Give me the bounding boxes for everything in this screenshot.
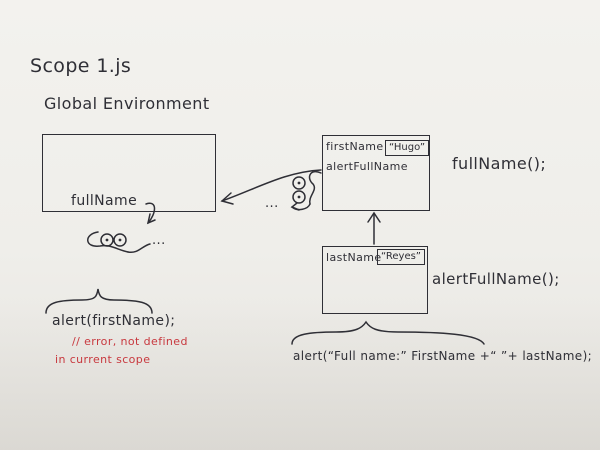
scope-eye-bottom-pupil <box>297 195 301 199</box>
scope-eyes-curl-head <box>290 202 300 211</box>
scope-eyes-curl <box>308 171 322 205</box>
arrow-fullname-to-global <box>221 169 322 202</box>
global-brace <box>45 288 153 314</box>
alertfullname-scope-box <box>322 246 428 314</box>
fullname-alertfullname-variable: alertFullName <box>326 160 408 173</box>
error-note-line1: // error, not defined <box>72 335 188 348</box>
fullname-ellipsis: ... <box>265 196 279 211</box>
global-eye-left <box>100 233 114 247</box>
global-environment-box <box>42 134 216 212</box>
global-environment-heading: Global Environment <box>44 94 210 113</box>
arrowhead-global <box>220 192 234 205</box>
global-eye-left-pupil <box>105 238 109 242</box>
global-eyes-tail <box>127 243 151 254</box>
global-eyes-squiggle <box>87 231 129 253</box>
scope-eye-top-pupil <box>297 181 301 185</box>
global-code-alert-firstname: alert(firstName); <box>52 313 176 329</box>
alertfullname-call-label: alertFullName(); <box>432 270 560 288</box>
scope-eye-bottom <box>292 190 306 204</box>
error-note-line2: in current scope <box>55 353 151 366</box>
global-fullname-curl <box>145 202 156 224</box>
global-eye-right <box>113 233 127 247</box>
lastname-value-box: “Reyes” <box>377 249 425 265</box>
fullname-scope-box <box>322 135 430 211</box>
fullname-call-label: fullName(); <box>452 154 547 173</box>
alertfullname-code-alert: alert(“Full name:” FirstName +“ ”+ lastN… <box>293 349 593 363</box>
paper-fold-shadow <box>0 300 600 450</box>
global-fullname-curl-head <box>146 213 156 225</box>
page-title: Scope 1.js <box>30 55 132 77</box>
alert-brace <box>291 320 485 345</box>
alertfullname-lastname-variable: lastName <box>326 251 382 264</box>
firstname-value-box: “Hugo” <box>385 140 430 156</box>
global-fullname-variable: fullName <box>71 193 138 209</box>
fullname-firstname-variable: firstName <box>326 140 384 153</box>
global-eye-right-pupil <box>118 238 122 242</box>
global-ellipsis: ... <box>152 233 166 248</box>
arrowhead-fullname <box>367 211 381 223</box>
scope-eye-top <box>292 176 306 190</box>
